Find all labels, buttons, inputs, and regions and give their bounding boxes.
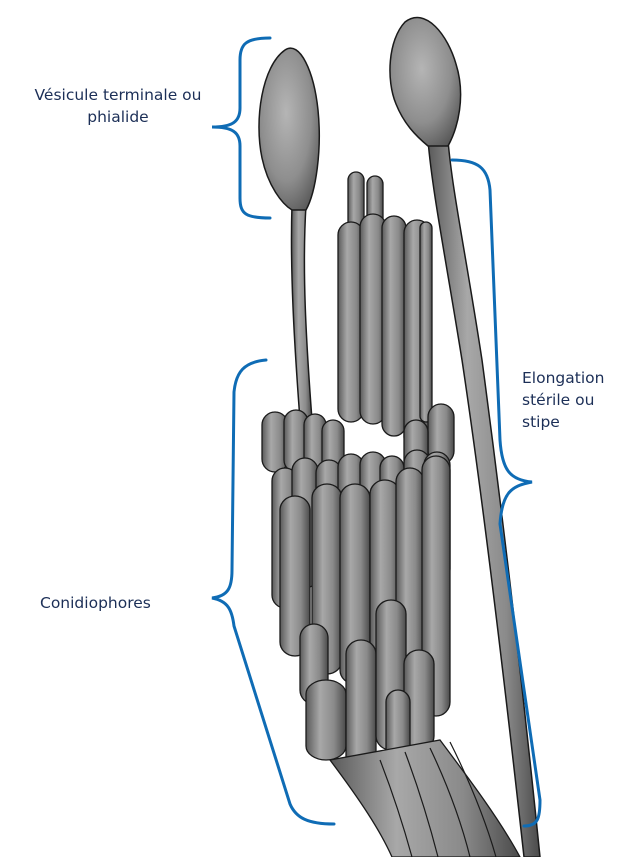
conidiophore-tube [382,216,406,436]
label-conidiophores: Conidiophores [40,592,200,614]
label-terminal-vesicle-line2: phialide [8,106,228,128]
conidiophore-tube [306,680,346,760]
label-terminal-vesicle-line1: Vésicule terminale ou [8,84,228,106]
terminal-vesicle [259,48,319,420]
conidiophore-tube [346,640,376,770]
label-sterile-elongation: Elongation stérile ou stipe [522,367,640,433]
base-strands [330,740,520,857]
label-sterile-elongation-line2: stérile ou [522,389,640,411]
upper-conidiophore-cluster [338,172,432,450]
label-terminal-vesicle: Vésicule terminale ou phialide [8,84,228,128]
conidiophore-tube [420,222,432,422]
lower-conidiophore-cluster [262,404,454,790]
label-conidiophores-line1: Conidiophores [40,592,200,614]
label-sterile-elongation-line3: stipe [522,411,640,433]
label-sterile-elongation-line1: Elongation [522,367,640,389]
